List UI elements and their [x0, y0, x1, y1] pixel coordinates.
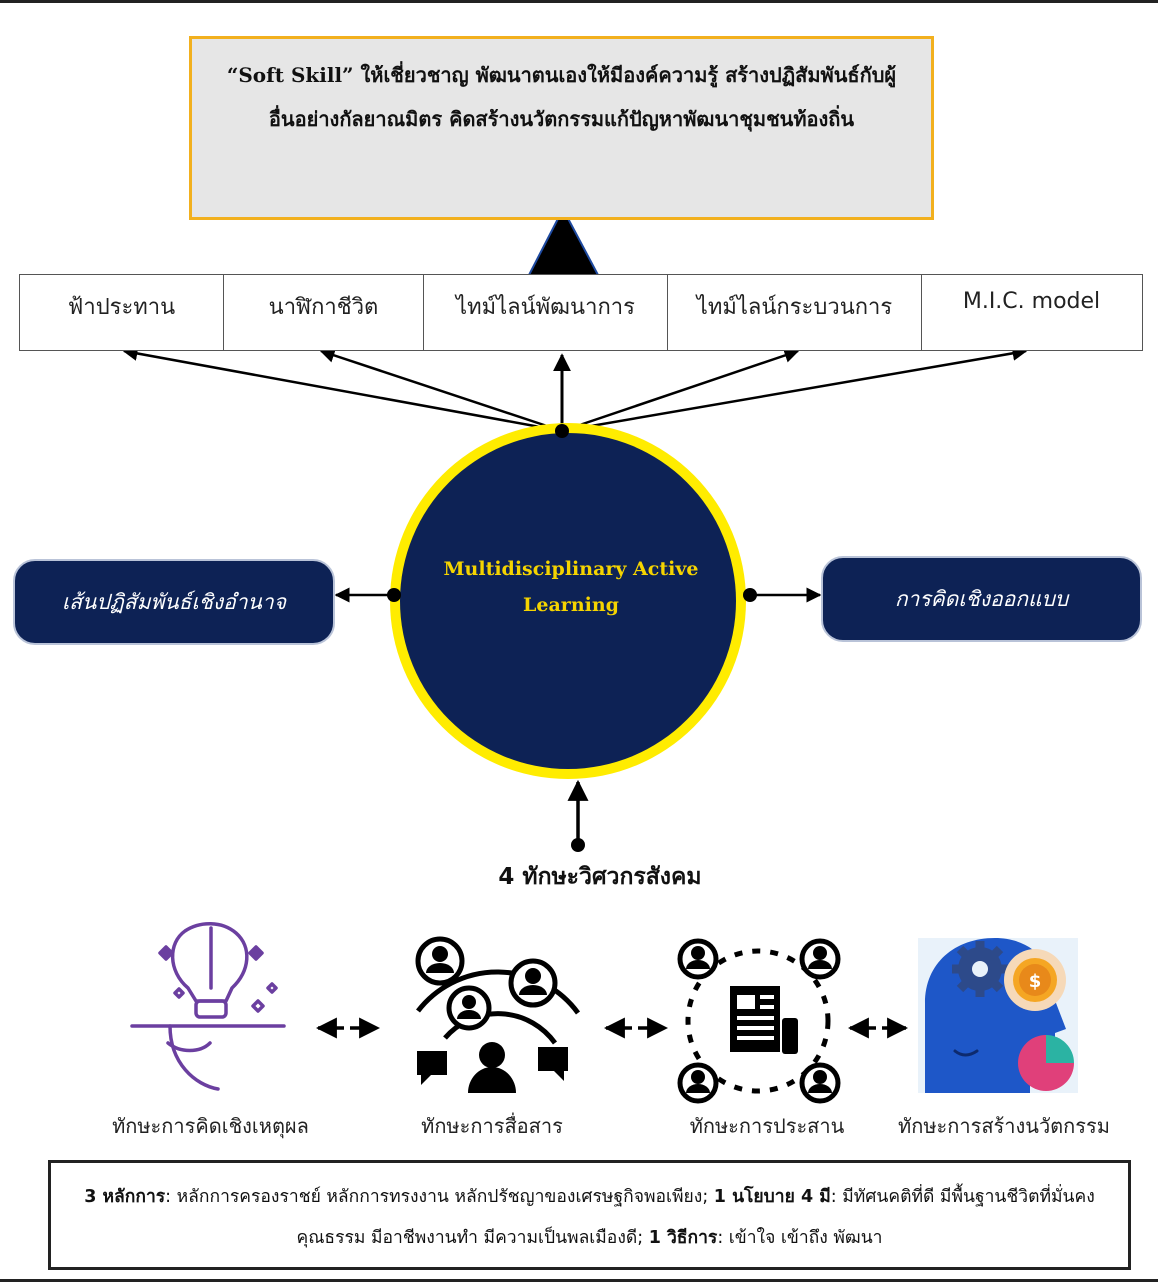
- center-circle-label: Multidisciplinary Active Learning: [430, 551, 712, 623]
- arrow-to-topic-1: [122, 346, 563, 433]
- center-line-1: Multidisciplinary Active: [443, 558, 699, 580]
- skills-heading: 4 ทักษะวิศวกรสังคม: [498, 864, 702, 890]
- topic-mic-model: M.I.C. model: [962, 289, 1101, 314]
- soft-skill-box: “Soft Skill” ให้เชี่ยวชาญ พัฒนาตนเองให้ม…: [189, 36, 934, 220]
- skill-label-coordination: ทักษะการประสาน: [689, 1114, 845, 1138]
- topic-life-clock: นาฬิกาชีวิต: [224, 275, 424, 350]
- right-dot: [743, 588, 757, 602]
- center-line-2: Learning: [523, 594, 619, 616]
- soft-skill-lead: “Soft Skill”: [226, 63, 354, 87]
- skill-label-innovation: ทักษะการสร้างนวัตกรรม: [898, 1114, 1110, 1138]
- topic-process-timeline: ไทม์ไลน์กระบวนการ: [668, 275, 922, 350]
- fan-origin-dot: [555, 424, 569, 438]
- skill-label-communication: ทักษะการสื่อสาร: [421, 1114, 563, 1138]
- skills-dot: [571, 838, 585, 852]
- principle-text-3: : เข้าใจ เข้าถึง พัฒนา: [717, 1228, 883, 1248]
- principle-text-2: : มีทัศนคติที่ดี มีพื้นฐานชีวิตที่มั่นคง…: [296, 1187, 1095, 1248]
- fan-arrows: [122, 345, 1028, 433]
- principle-label-1: 3 หลักการ: [84, 1187, 166, 1207]
- left-pill: เส้นปฏิสัมพันธ์เชิงอำนาจ: [13, 559, 335, 645]
- principle-text-1: : หลักการครองราชย์ หลักการทรงงาน หลักปรั…: [165, 1187, 714, 1207]
- svg-text:$: $: [1029, 971, 1042, 992]
- principle-label-2: 1 นโยบาย 4 มี: [713, 1187, 831, 1207]
- arrow-to-topic-4: [561, 348, 800, 433]
- principles-box: 3 หลักการ: หลักการครองราชย์ หลักการทรงงา…: [48, 1160, 1131, 1270]
- innovation-head-icon: $: [918, 938, 1078, 1093]
- topic-development-timeline: ไทม์ไลน์พัฒนาการ: [424, 275, 668, 350]
- topic-fa-pratan: ฟ้าประทาน: [20, 275, 224, 350]
- connector-layer: $: [122, 206, 1078, 1104]
- coin-icon: $: [1004, 949, 1066, 1011]
- principle-label-3: 1 วิธีการ: [648, 1228, 718, 1248]
- communication-people-icon: [415, 936, 581, 1093]
- soft-skill-text: ให้เชี่ยวชาญ พัฒนาตนเองให้มีองค์ความรู้ …: [268, 63, 897, 131]
- arrow-to-topic-2: [319, 348, 563, 433]
- left-dot: [387, 588, 401, 602]
- gear-icon: [952, 941, 1008, 997]
- center-circle: [390, 423, 746, 779]
- pie-chart-icon: [1018, 1035, 1074, 1091]
- coordination-network-icon: [677, 938, 841, 1104]
- topic-row: ฟ้าประทาน นาฬิกาชีวิต ไทม์ไลน์พัฒนาการ ไ…: [19, 274, 1143, 351]
- skill-label-reasoning: ทักษะการคิดเชิงเหตุผล: [112, 1114, 309, 1138]
- right-pill: การคิดเชิงออกแบบ: [821, 556, 1142, 642]
- arrow-to-topic-5: [561, 345, 1028, 433]
- lightbulb-tray-icon: [130, 922, 286, 1091]
